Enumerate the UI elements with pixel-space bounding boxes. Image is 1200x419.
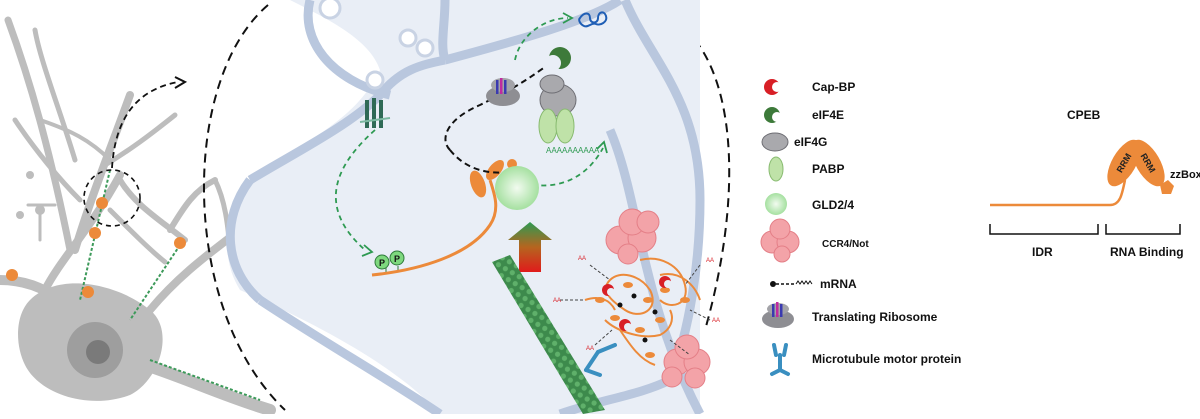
eif4g-legend-icon xyxy=(761,132,789,152)
protein-product-icon xyxy=(578,11,608,28)
legend-label: PABP xyxy=(812,162,845,176)
translation-activation-arrow xyxy=(508,222,552,272)
svg-text:AA: AA xyxy=(578,256,586,262)
rnp-granule: AA AA AA AA AA xyxy=(553,256,720,366)
legend-label: Microtubule motor protein xyxy=(812,352,962,366)
eif4g-icon xyxy=(539,74,577,117)
eif4e-legend-icon xyxy=(764,107,782,123)
polya-tail: AAAAAAAAAA xyxy=(546,146,600,155)
cap-bp-icon xyxy=(764,79,782,95)
gld-icon xyxy=(495,166,539,210)
legend-label: GLD2/4 xyxy=(812,198,855,212)
svg-text:P: P xyxy=(379,258,385,268)
legend-label: eIF4E xyxy=(812,108,845,122)
legend-icons xyxy=(760,79,813,376)
legend-label: eIF4G xyxy=(794,135,828,149)
rrm2-domain: RRM xyxy=(1131,139,1165,187)
phospho-site: P xyxy=(389,250,405,266)
svg-text:P: P xyxy=(394,254,400,264)
ribosome-legend-icon xyxy=(762,302,794,328)
legend-label: Translating Ribosome xyxy=(812,310,938,324)
svg-text:AA: AA xyxy=(586,346,594,352)
cpeb-domain-diagram: RRM RRM xyxy=(989,139,1181,235)
cpeb-title: CPEB xyxy=(1067,108,1101,122)
eif4e-icon xyxy=(545,47,571,71)
idr-tail xyxy=(990,179,1127,207)
legend-label: mRNA xyxy=(820,277,857,291)
cpeb-complex xyxy=(371,159,517,277)
gld-legend-icon xyxy=(765,193,787,215)
pabp-legend-icon xyxy=(768,156,784,182)
svg-text:AA: AA xyxy=(712,318,720,324)
legend-label: Cap-BP xyxy=(812,80,856,94)
receptor-icon xyxy=(359,98,391,128)
motor-protein-icon xyxy=(584,343,617,377)
idr-bracket xyxy=(989,224,1099,235)
ccr4-complex xyxy=(605,208,711,389)
microtubule xyxy=(492,255,605,414)
svg-text:AA: AA xyxy=(553,298,561,304)
idr-label: IDR xyxy=(1032,245,1053,259)
legend-label: CCR4/Not xyxy=(822,239,869,250)
motor-legend-icon xyxy=(770,343,790,376)
zoom-inset: P P xyxy=(202,0,731,419)
zzbox-label: zzBox xyxy=(1170,169,1200,181)
pabp-icon xyxy=(538,108,575,144)
svg-text:AA: AA xyxy=(706,258,714,264)
ccr4-legend-icon xyxy=(760,218,800,263)
rna-binding-label: RNA Binding xyxy=(1110,245,1184,259)
mrna-legend-icon xyxy=(770,280,813,287)
rna-binding-bracket xyxy=(1105,224,1181,235)
phospho-site: P xyxy=(374,254,390,270)
ribosome-icon xyxy=(486,78,520,106)
zzbox-shape xyxy=(1160,180,1174,194)
